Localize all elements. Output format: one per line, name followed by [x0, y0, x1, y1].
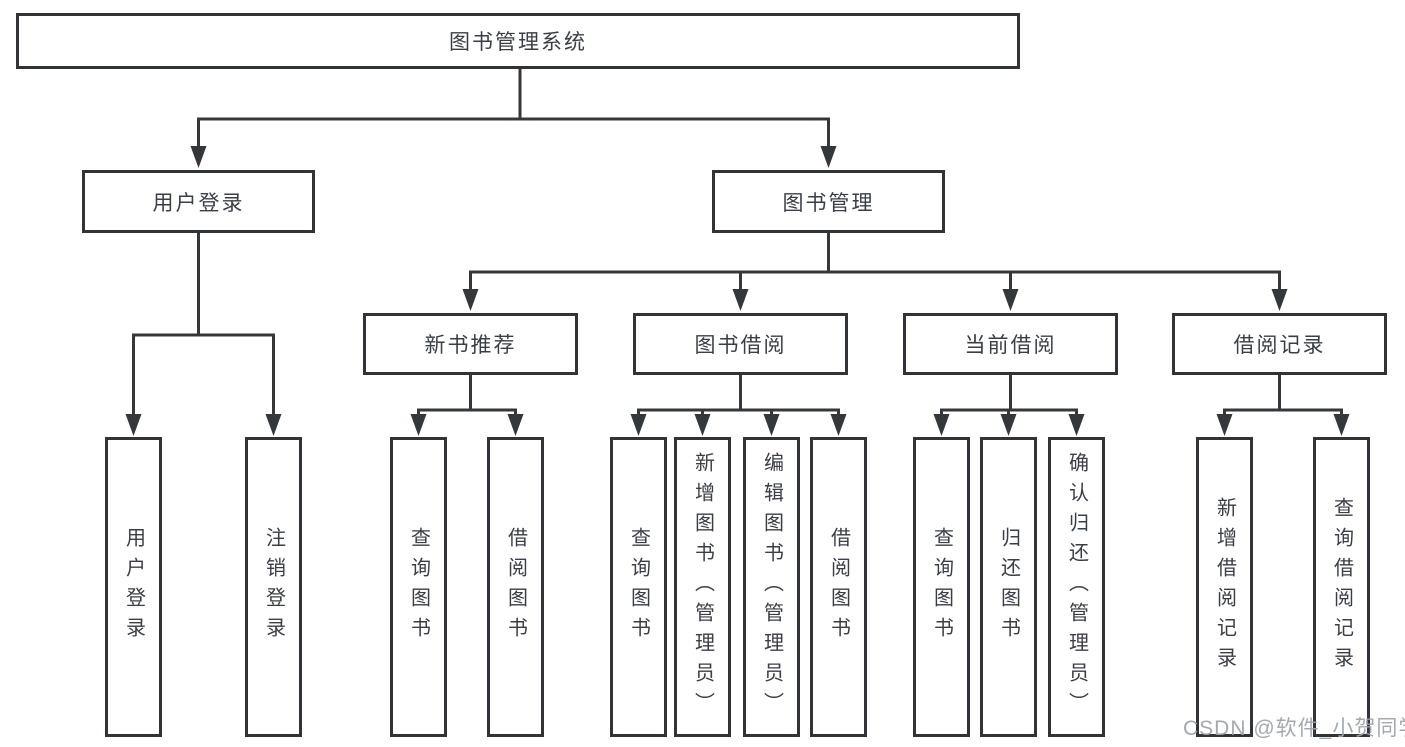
node-label: 图书借阅 [694, 334, 787, 357]
node-label: 查询图书 [407, 527, 430, 647]
node-label: 图书管理系统 [449, 31, 587, 54]
leaf-records-add-record: 新增借阅记录 [1196, 437, 1253, 737]
node-label: 查询图书 [627, 527, 650, 647]
leaf-borrow-query-books: 查询图书 [610, 437, 667, 737]
node-label: 用户登录 [152, 191, 245, 215]
node-label: 新书推荐 [424, 334, 517, 357]
node-label: 当前借阅 [964, 334, 1057, 357]
node-label: 新增借阅记录 [1213, 497, 1236, 677]
leaf-borrow-add-books-admin: 新增图书（管理员） [674, 437, 731, 737]
arrowhead-icons [125, 146, 1350, 436]
node-label: 编辑图书（管理员） [760, 452, 783, 722]
leaf-records-query-record: 查询借阅记录 [1313, 437, 1370, 737]
leaf-borrow-borrow-books: 借阅图书 [810, 437, 867, 737]
leaf-newbooks-query-books: 查询图书 [390, 437, 447, 737]
node-new-book-recommend: 新书推荐 [363, 313, 578, 375]
leaf-newbooks-borrow-books: 借阅图书 [487, 437, 544, 737]
node-label: 查询图书 [930, 527, 953, 647]
node-label: 用户登录 [122, 527, 145, 647]
node-label: 新增图书（管理员） [691, 452, 714, 722]
connector-book-mgmt-branch [469, 233, 1281, 291]
node-label: 归还图书 [997, 527, 1020, 647]
node-label: 借阅图书 [504, 527, 527, 647]
node-label: 图书管理 [782, 191, 875, 215]
node-current-borrow: 当前借阅 [903, 313, 1118, 375]
node-label: 确认归还（管理员） [1065, 452, 1088, 722]
node-book-management: 图书管理 [712, 170, 945, 233]
leaf-user-login: 用户登录 [105, 437, 162, 737]
node-user-login: 用户登录 [82, 170, 315, 233]
node-root-library-system: 图书管理系统 [16, 13, 1020, 69]
leaf-borrow-edit-books-admin: 编辑图书（管理员） [743, 437, 800, 737]
node-label: 借阅记录 [1233, 334, 1326, 357]
connector-user-login-branch [132, 233, 275, 416]
connector-borrow-records-branch [1223, 375, 1343, 416]
node-book-borrow: 图书借阅 [633, 313, 848, 375]
connector-current-borrow-branch [940, 375, 1078, 416]
node-borrow-records: 借阅记录 [1172, 313, 1387, 375]
node-label: 借阅图书 [827, 527, 850, 647]
connector-root-to-level2 [197, 69, 830, 148]
leaf-current-confirm-return-admin: 确认归还（管理员） [1048, 437, 1105, 737]
node-label: 注销登录 [262, 527, 285, 647]
connector-new-books-branch [417, 375, 517, 416]
leaf-logout: 注销登录 [245, 437, 302, 737]
leaf-current-return-books: 归还图书 [980, 437, 1037, 737]
connector-book-borrow-branch [637, 375, 840, 416]
leaf-current-query-books: 查询图书 [913, 437, 970, 737]
node-label: 查询借阅记录 [1330, 497, 1353, 677]
csdn-watermark: CSDN @软件_小贺同学 [1183, 717, 1405, 740]
